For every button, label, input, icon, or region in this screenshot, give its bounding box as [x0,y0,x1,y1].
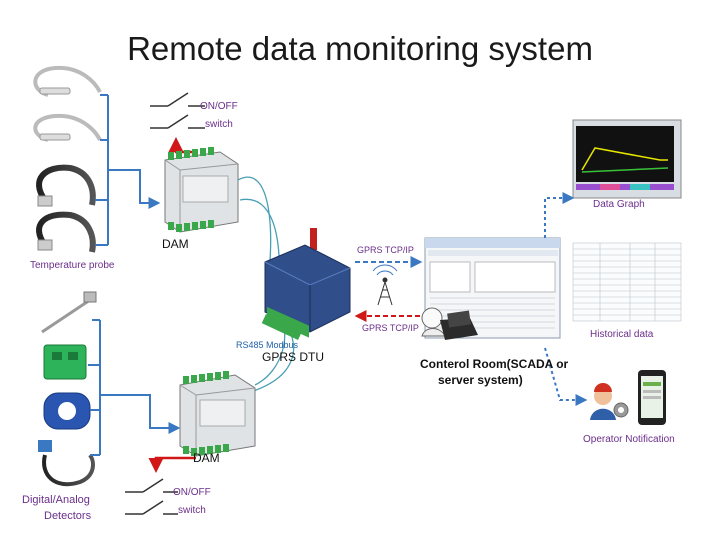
detector-connector-lines [88,319,181,456]
historical-data-table-icon [572,242,682,322]
switch-top-icon [150,92,205,129]
operator-desk-icon [421,307,478,340]
rs485-label: RS485 Modbus [236,340,299,350]
data-graph-label: Data Graph [593,199,645,210]
gprs-dtu-label: GPRS DTU [262,350,325,364]
temperature-probe-label: Temperature probe [30,260,115,271]
switch-top-label-line1: ON/OFF [200,101,238,112]
dam-bottom-device-icon [179,371,256,457]
temperature-probe-1-icon [33,65,102,97]
terminal-block-detector-icon [43,344,87,380]
temperature-probe-4-icon [36,211,96,253]
dam-top-label: DAM [162,237,189,251]
red-output-arrow-bottom [148,456,196,473]
current-sensor-detector-icon [43,392,91,430]
detectors-label-line2: Detectors [44,510,92,522]
gprs-tcp-top-label: GPRS TCP/IP [357,245,414,255]
thermocouple-detector-icon [41,291,97,334]
switch-top-label-line2: switch [205,119,233,130]
smartphone-icon [638,370,666,425]
detectors-label-line1: Digital/Analog [22,494,90,506]
to-notification-arrow [544,347,588,406]
page-title: Remote data monitoring system [127,30,593,67]
switch-bottom-label-line1: ON/OFF [173,487,211,498]
switch-bottom-label-line2: switch [178,505,206,516]
probe-connector-lines [95,94,161,246]
dam-bottom-label: DAM [193,451,220,465]
operator-avatar-icon [590,383,629,420]
antenna-tower-icon [372,264,398,306]
temperature-probe-3-icon [36,164,96,207]
historical-data-label: Historical data [590,329,654,340]
temperature-probe-2-icon [33,113,102,142]
gprs-dtu-device-icon [261,228,351,340]
pressure-transmitter-detector-icon [38,440,95,487]
gprs-tcp-bottom-label: GPRS TCP/IP [362,323,419,333]
control-room-label-line1: Conterol Room(SCADA or [420,357,569,371]
operator-notification-label: Operator Notification [583,434,675,445]
control-room-label-line2: server system) [438,373,523,387]
data-graph-screen-icon [572,119,682,199]
switch-bottom-icon [125,478,178,515]
to-data-graph-arrow [544,192,575,238]
dam-top-device-icon [164,147,239,233]
